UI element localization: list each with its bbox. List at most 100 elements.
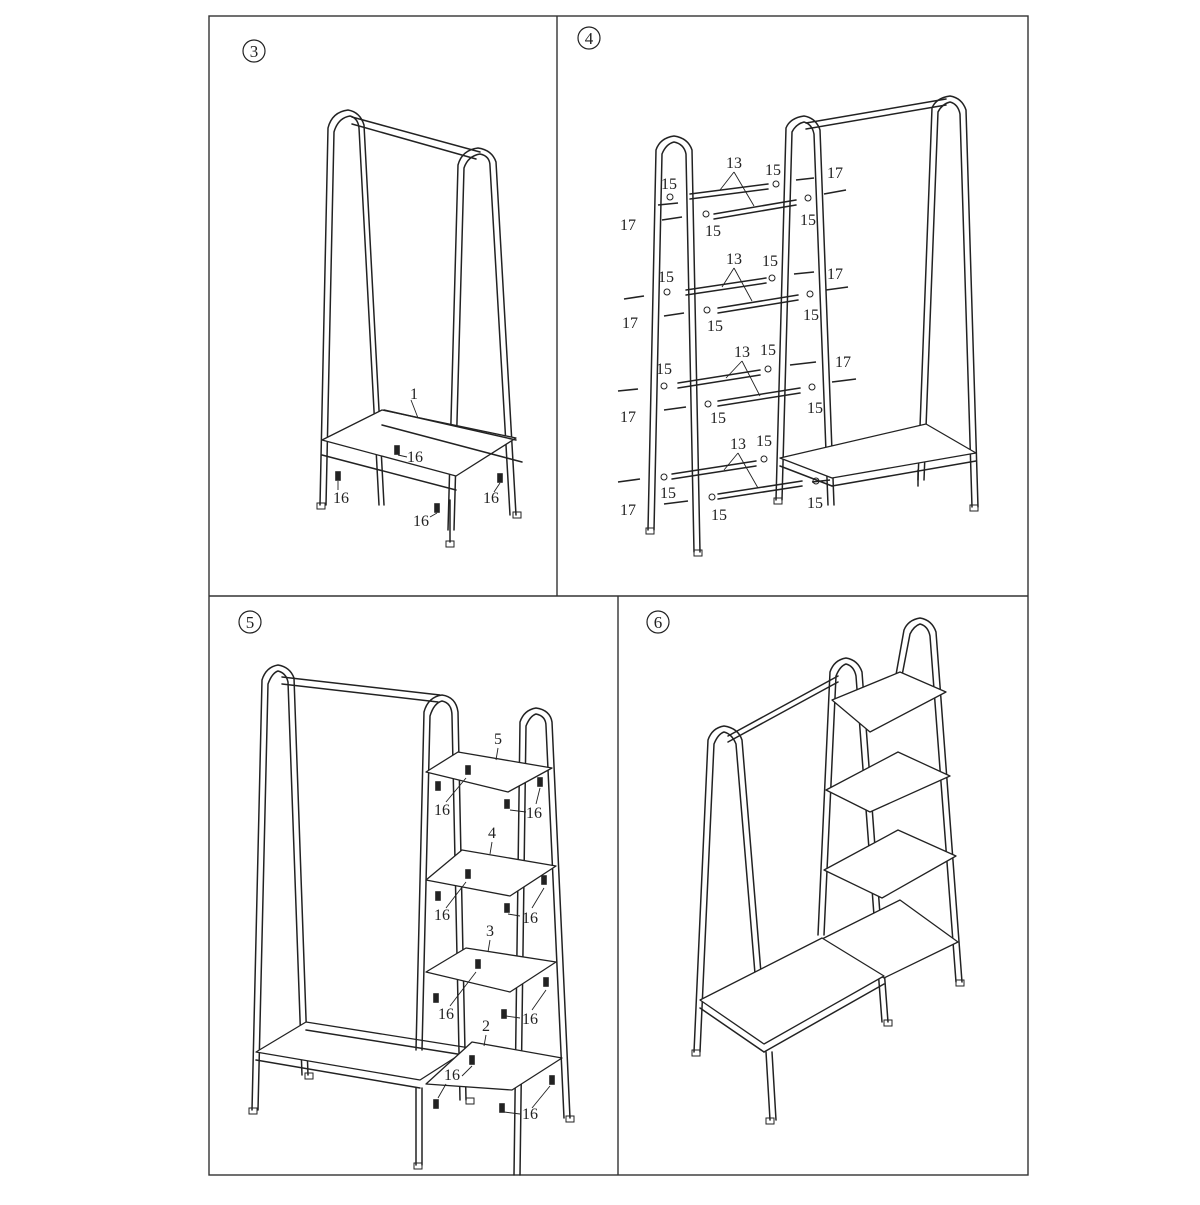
- bolt-icon: [663, 500, 689, 505]
- screw-icon: [433, 1099, 439, 1109]
- part-label-15: 15: [800, 212, 816, 229]
- part-label-16: 16: [526, 805, 542, 822]
- bolt-icon: [617, 388, 639, 392]
- part-label-15: 15: [756, 433, 772, 450]
- screw-icon: [501, 1009, 507, 1019]
- barrel-nut-icon: [760, 455, 768, 463]
- panel-frames: [208, 15, 1029, 1176]
- screw-icon: [475, 959, 481, 969]
- part-label-16: 16: [483, 490, 499, 507]
- bolt-icon: [793, 271, 815, 275]
- step-3-screws: [335, 445, 503, 513]
- barrel-nut-icon: [806, 290, 814, 298]
- barrel-nut-icon: [808, 383, 816, 391]
- barrel-nut-icon: [702, 210, 710, 218]
- screw-icon: [465, 869, 471, 879]
- part-label-17: 17: [835, 354, 851, 371]
- bolt-icon: [825, 286, 849, 291]
- barrel-nut-icon: [768, 274, 776, 282]
- step-5-number: 5: [246, 613, 255, 632]
- screw-icon: [541, 875, 547, 885]
- part-label-17: 17: [827, 165, 843, 182]
- step-6-assembled-rack: [691, 617, 965, 1125]
- screw-icon: [394, 445, 400, 455]
- part-label-16: 16: [434, 907, 450, 924]
- barrel-nut-icon: [764, 365, 772, 373]
- screw-icon: [504, 903, 510, 913]
- barrel-nut-icon: [708, 493, 716, 501]
- screw-icon: [469, 1055, 475, 1065]
- bolt-icon: [789, 361, 817, 366]
- bolt-icon: [657, 202, 679, 206]
- step-4-connector-row-2: [623, 271, 849, 317]
- screw-icon: [504, 799, 510, 809]
- step-4-panel: 4: [577, 26, 979, 557]
- part-label-15: 15: [807, 400, 823, 417]
- bolt-icon: [831, 378, 857, 383]
- part-label-15: 15: [762, 253, 778, 270]
- step-5-marker: 5: [238, 610, 262, 634]
- bolt-icon: [823, 189, 847, 195]
- part-label-15: 15: [803, 307, 819, 324]
- screw-icon: [497, 473, 503, 483]
- part-label-1: 1: [410, 386, 418, 403]
- step-3-garment-frame: [316, 109, 523, 548]
- part-label-15: 15: [705, 223, 721, 240]
- barrel-nut-icon: [666, 193, 674, 201]
- screw-icon: [465, 765, 471, 775]
- part-label-15: 15: [656, 361, 672, 378]
- step-4-number: 4: [585, 29, 594, 48]
- step-4-marker: 4: [577, 26, 601, 50]
- part-label-15: 15: [707, 318, 723, 335]
- part-label-16: 16: [522, 1011, 538, 1028]
- barrel-nut-icon: [772, 180, 780, 188]
- part-label-13: 13: [726, 155, 742, 172]
- bolt-icon: [663, 406, 687, 411]
- step-3-marker: 3: [242, 39, 266, 63]
- screw-icon: [499, 1103, 505, 1113]
- step-4-connector-row-1: [657, 177, 847, 221]
- part-label-13: 13: [730, 436, 746, 453]
- bolt-icon: [623, 295, 645, 300]
- step-5-screws: [433, 765, 555, 1113]
- step-3-panel: 3: [242, 39, 523, 548]
- bolt-icon: [661, 216, 683, 221]
- step-6-number: 6: [654, 613, 663, 632]
- part-label-16: 16: [413, 513, 429, 530]
- step-5-shelves: [425, 751, 563, 1091]
- step-5-panel: 5: [238, 610, 575, 1176]
- part-label-4: 4: [488, 825, 496, 842]
- part-label-17: 17: [620, 502, 636, 519]
- part-label-16: 16: [434, 802, 450, 819]
- screw-icon: [543, 977, 549, 987]
- part-label-16: 16: [522, 1106, 538, 1123]
- barrel-nut-icon: [804, 194, 812, 202]
- part-label-2: 2: [482, 1018, 490, 1035]
- part-label-15: 15: [658, 269, 674, 286]
- barrel-nut-icon: [660, 382, 668, 390]
- screw-icon: [537, 777, 543, 787]
- part-label-3: 3: [486, 923, 494, 940]
- part-label-17: 17: [620, 217, 636, 234]
- part-label-5: 5: [494, 731, 502, 748]
- step-4-callouts: 13 15 17 15 17 15 15 13 15 17 15 17 15 1…: [620, 155, 851, 524]
- step-5-ladder: [415, 694, 575, 1176]
- part-label-16: 16: [438, 1006, 454, 1023]
- step-3-number: 3: [250, 42, 259, 61]
- part-label-13: 13: [734, 344, 750, 361]
- screw-icon: [434, 503, 440, 513]
- screw-icon: [335, 471, 341, 481]
- screw-icon: [549, 1075, 555, 1085]
- barrel-nut-icon: [704, 400, 712, 408]
- part-label-15: 15: [660, 485, 676, 502]
- part-label-15: 15: [661, 176, 677, 193]
- step-3-callouts: 1 16 16 16 16: [333, 386, 501, 530]
- barrel-nut-icon: [660, 473, 668, 481]
- part-label-16: 16: [407, 449, 423, 466]
- step-6-marker: 6: [646, 610, 670, 634]
- screw-icon: [435, 781, 441, 791]
- bolt-icon: [795, 177, 815, 181]
- step-4-ladder: [645, 135, 703, 557]
- part-label-17: 17: [827, 266, 843, 283]
